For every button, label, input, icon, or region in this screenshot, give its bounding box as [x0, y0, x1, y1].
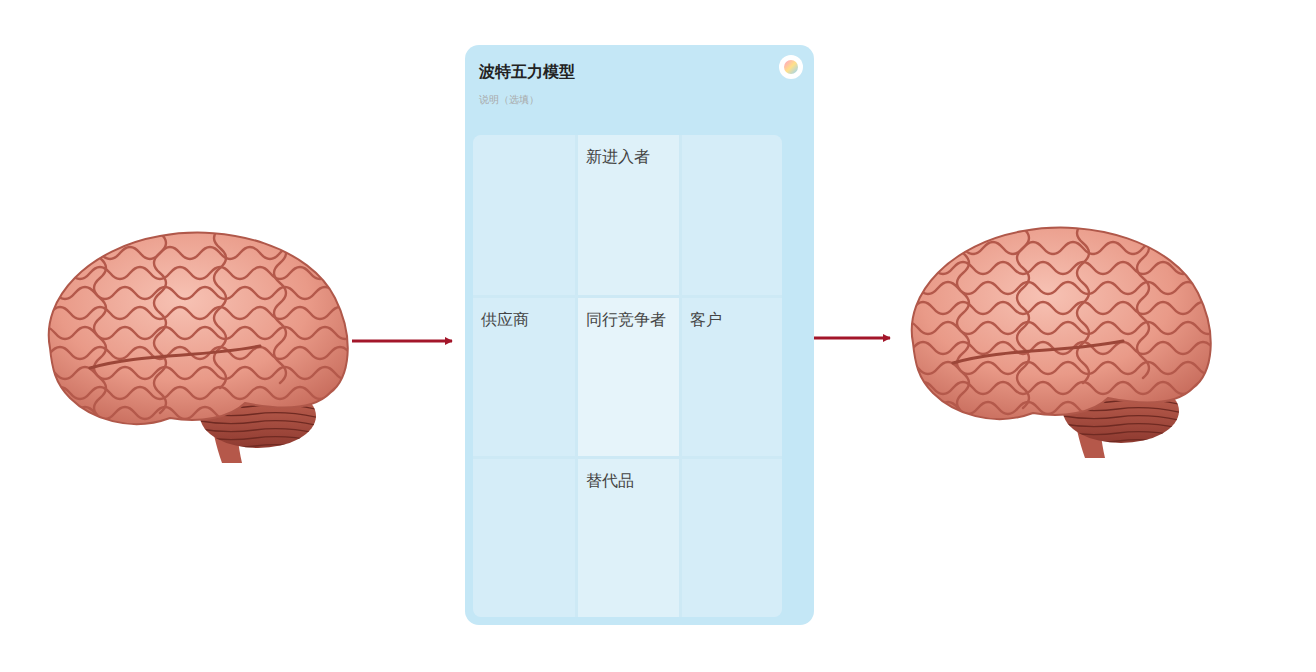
flow-arrow [803, 337, 890, 340]
empty-cell [682, 459, 782, 617]
force-cell: 客户 [682, 298, 782, 456]
force-label: 新进入者 [586, 147, 671, 167]
force-label: 替代品 [586, 471, 671, 491]
canvas-card: 波特五力模型说明（选填） 新进入者供应商同行竞争者客户替代品 [465, 45, 814, 625]
flow-arrow [352, 340, 452, 343]
force-label: 同行竞争者 [586, 310, 671, 330]
card-subtitle: 说明（选填） [479, 93, 774, 107]
color-icon [778, 54, 804, 80]
empty-cell [473, 459, 575, 617]
card-title: 波特五力模型 [479, 62, 774, 83]
force-cell: 新进入者 [578, 135, 679, 295]
force-label: 供应商 [481, 310, 567, 330]
force-cell: 同行竞争者 [578, 298, 679, 456]
force-label: 客户 [690, 310, 774, 330]
brain-illustration [30, 228, 375, 463]
brain-illustration [893, 223, 1238, 458]
force-cell: 供应商 [473, 298, 575, 456]
empty-cell [682, 135, 782, 295]
force-cell: 替代品 [578, 459, 679, 617]
empty-cell [473, 135, 575, 295]
